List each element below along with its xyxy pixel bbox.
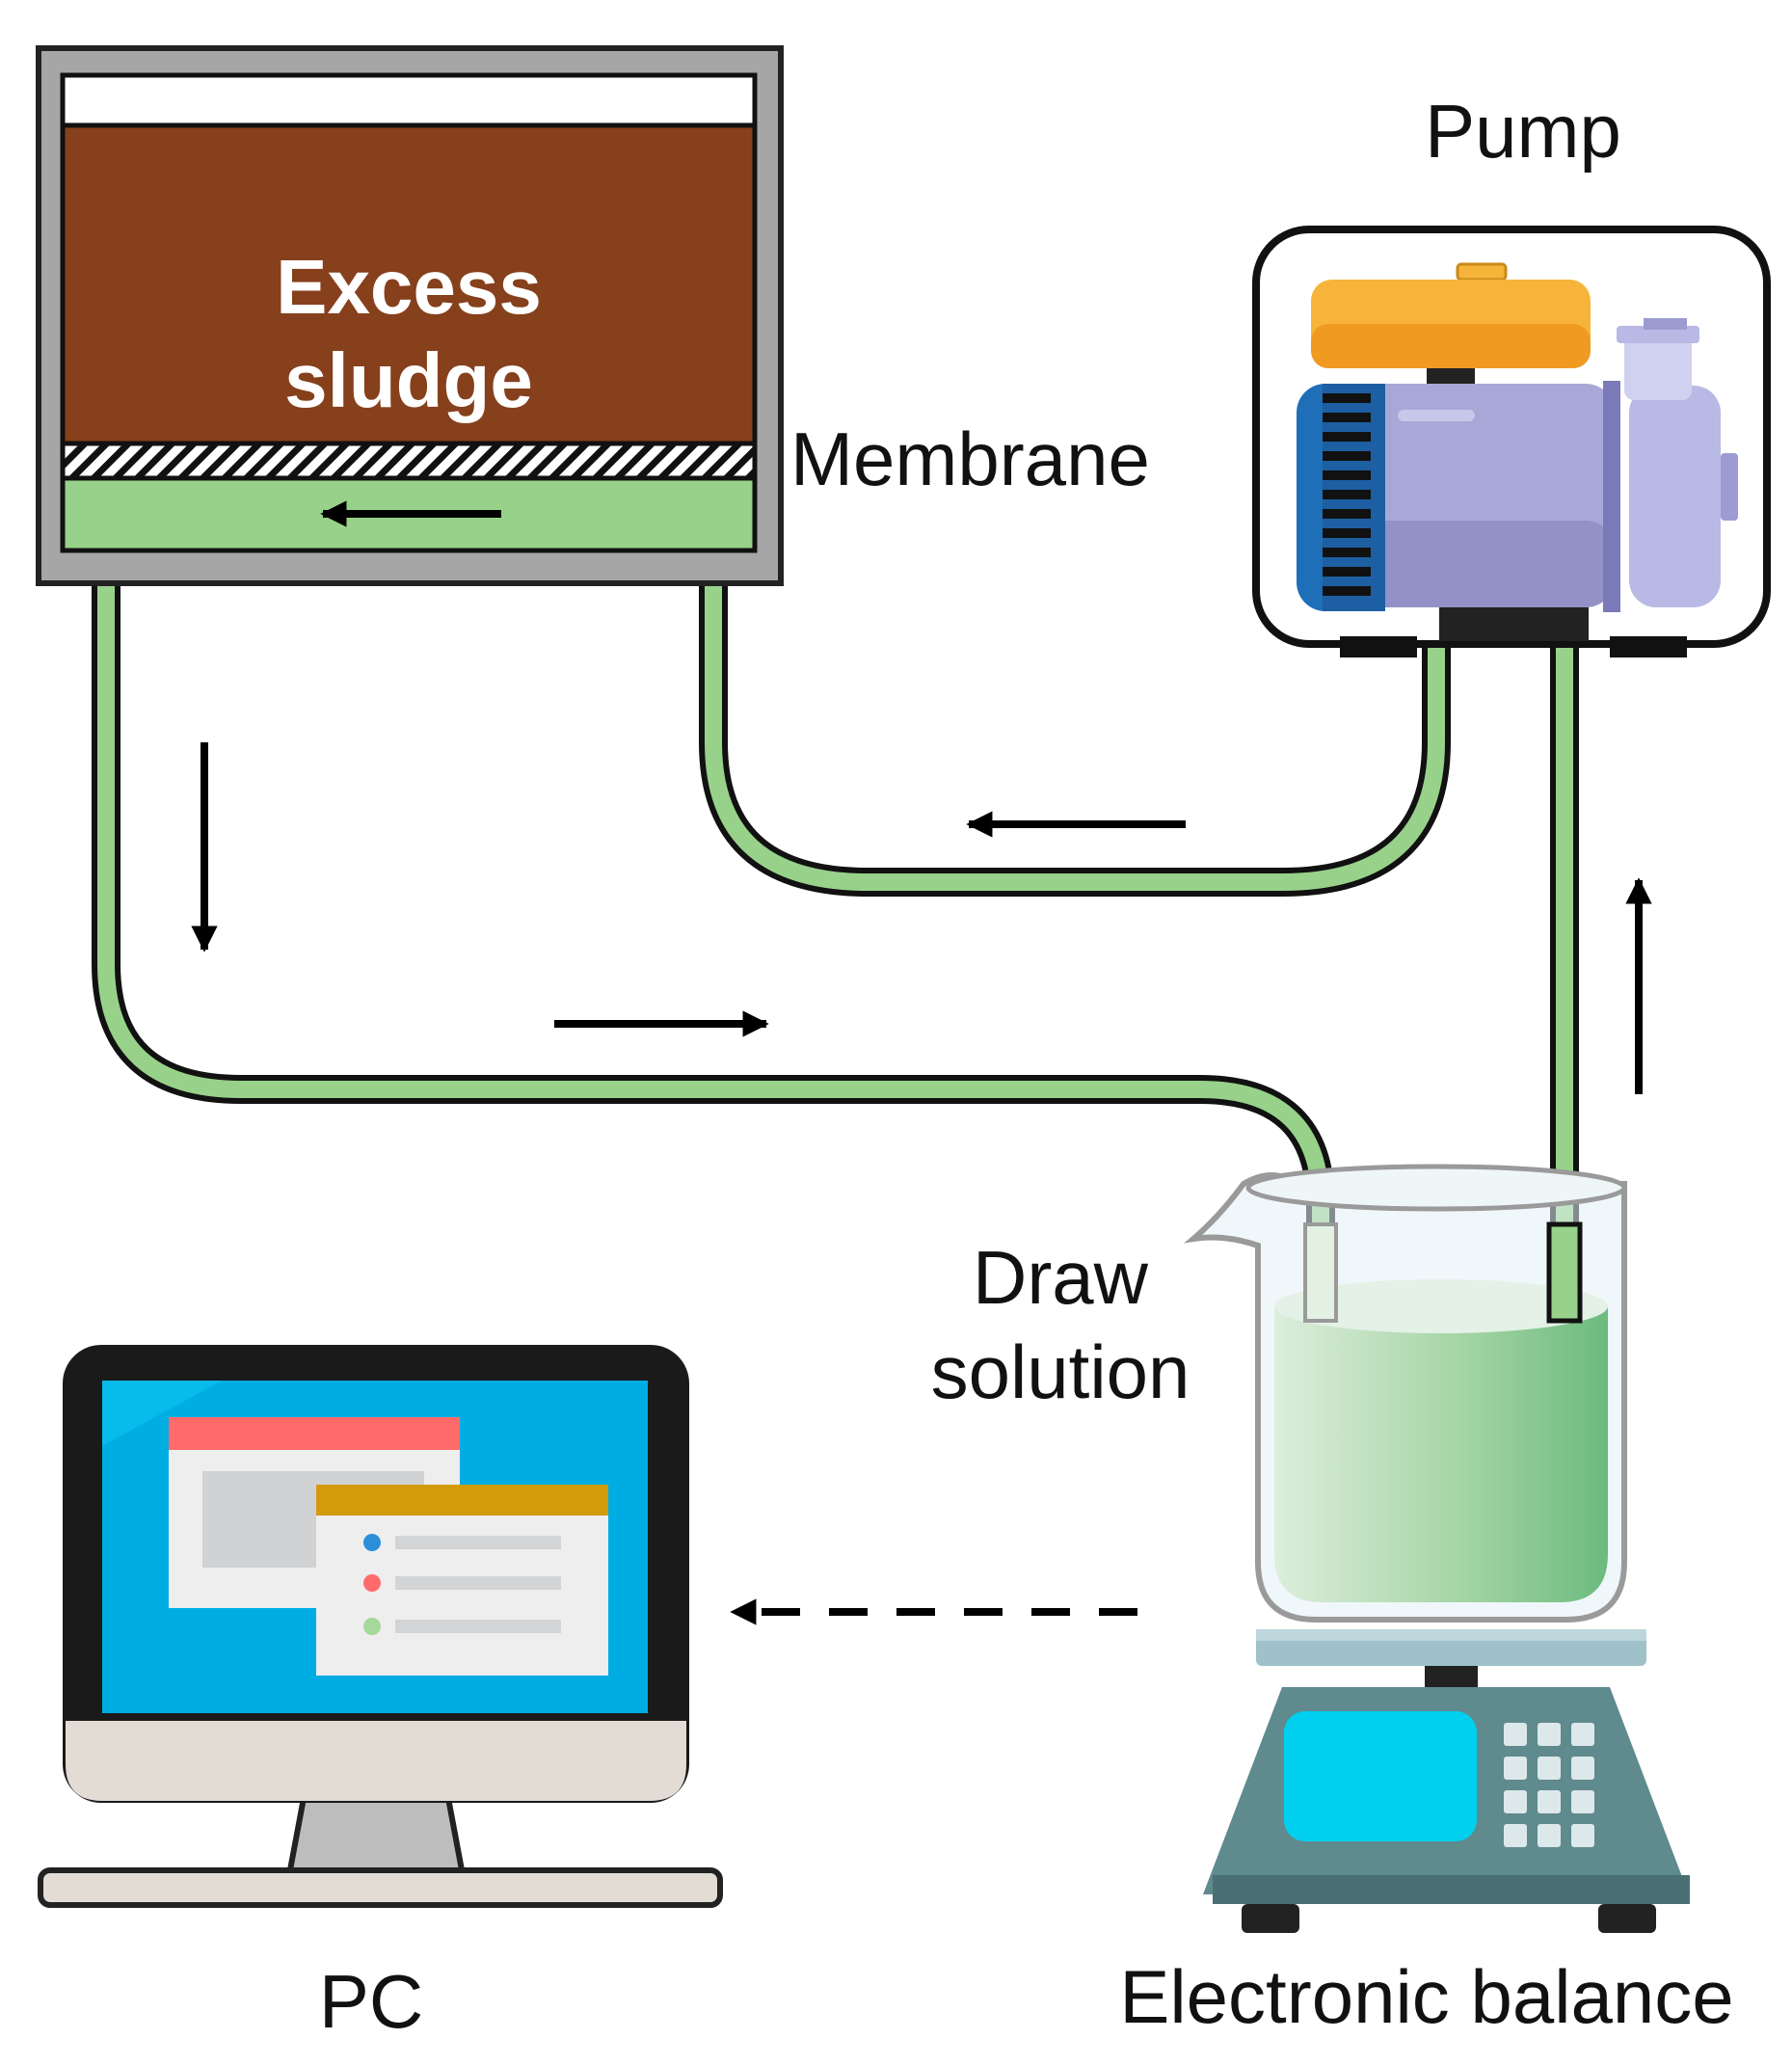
tubes bbox=[92, 583, 1579, 1321]
flow-arrows bbox=[191, 742, 1652, 1625]
draw-solution-label-line2: solution bbox=[931, 1329, 1190, 1414]
monitor-icon bbox=[38, 1345, 723, 1908]
tank-headspace bbox=[60, 72, 758, 128]
tank-label-line2: sludge bbox=[284, 337, 533, 423]
sludge-chamber bbox=[60, 122, 758, 446]
balance-icon bbox=[1203, 1629, 1690, 1933]
monitor-stand bbox=[285, 1795, 467, 1878]
balance-label: Electronic balance bbox=[1119, 1954, 1733, 2039]
beaker-icon bbox=[1183, 1164, 1627, 1623]
tank-label-line1: Excess bbox=[276, 244, 542, 330]
membrane-tank: Excess sludge bbox=[36, 45, 784, 586]
balance-display bbox=[1284, 1711, 1477, 1841]
pump-icon bbox=[1252, 226, 1771, 657]
membrane-label: Membrane bbox=[790, 416, 1150, 501]
balance-keypad bbox=[1504, 1723, 1594, 1847]
draw-solution-label-line1: Draw bbox=[973, 1235, 1149, 1320]
membrane-layer bbox=[60, 441, 758, 481]
pump-label: Pump bbox=[1425, 89, 1621, 174]
monitor-base bbox=[38, 1867, 723, 1908]
draw-solution-liquid bbox=[1274, 1306, 1608, 1602]
pc-label: PC bbox=[319, 1959, 423, 2044]
